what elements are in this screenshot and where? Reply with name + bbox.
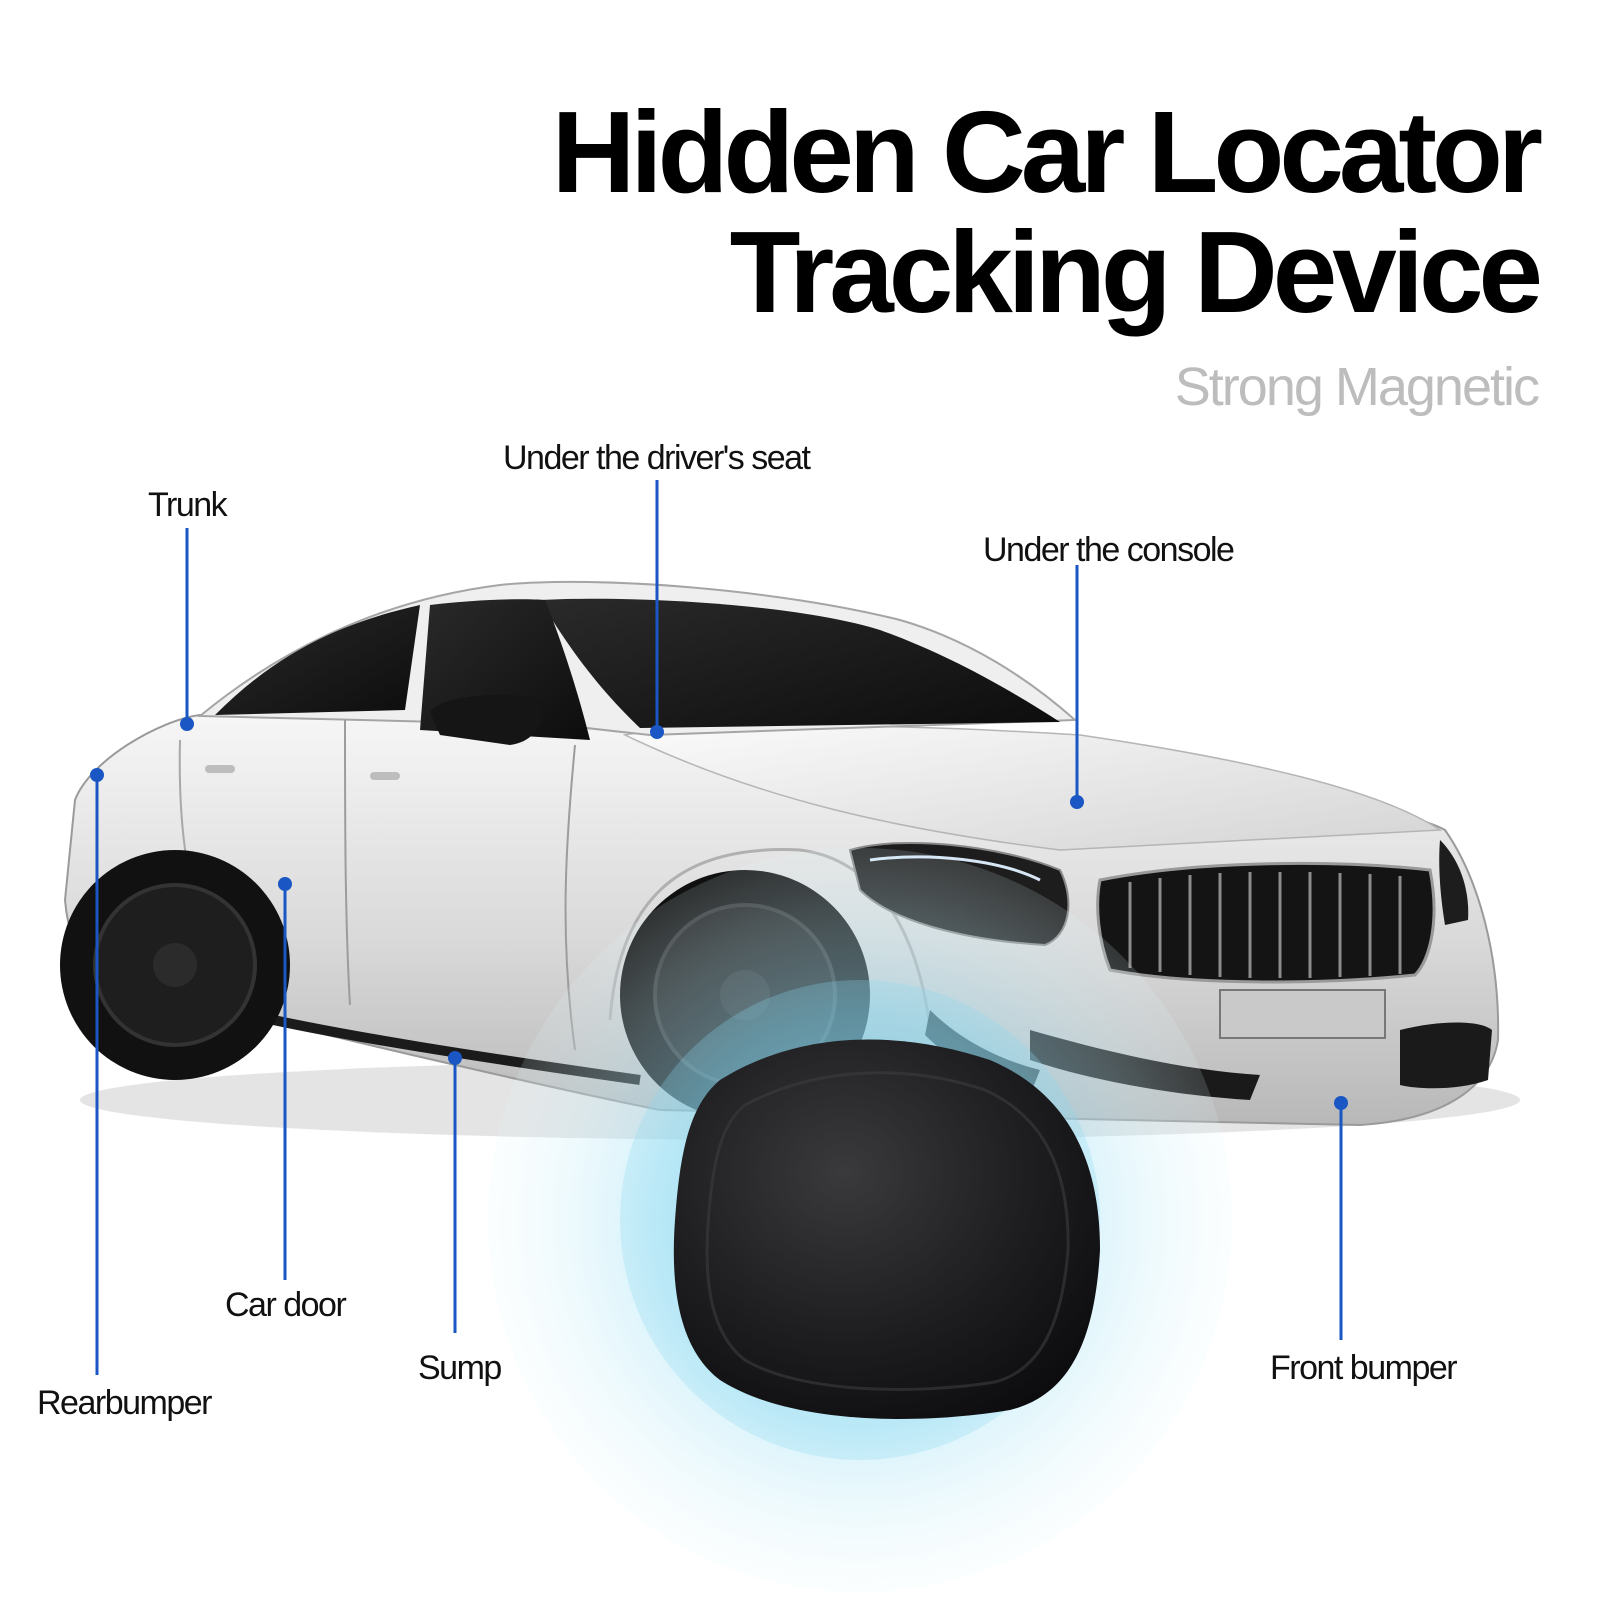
label-under-drivers-seat: Under the driver's seat bbox=[503, 439, 811, 477]
label-rear-bumper: Rearbumper bbox=[37, 1384, 212, 1422]
headline: Hidden Car Locator Tracking Device bbox=[551, 87, 1543, 337]
label-under-console: Under the console bbox=[983, 531, 1235, 569]
sump-dot bbox=[448, 1051, 462, 1065]
drivers-seat-dot bbox=[650, 725, 664, 739]
trunk-dot bbox=[180, 717, 194, 731]
rear-bumper-dot bbox=[90, 768, 104, 782]
callout-lines bbox=[95, 480, 1343, 1375]
console-dot bbox=[1070, 795, 1084, 809]
label-front-bumper: Front bumper bbox=[1270, 1349, 1458, 1387]
label-car-door: Car door bbox=[225, 1286, 347, 1324]
subtitle: Strong Magnetic bbox=[1174, 357, 1540, 417]
car-door-dot bbox=[278, 877, 292, 891]
front-bumper-dot bbox=[1334, 1096, 1348, 1110]
label-sump: Sump bbox=[418, 1349, 502, 1387]
headline-line-1: Hidden Car Locator bbox=[551, 87, 1543, 217]
label-trunk: Trunk bbox=[148, 486, 228, 524]
tracker-device bbox=[673, 1039, 1100, 1419]
headline-line-2: Tracking Device bbox=[729, 207, 1543, 337]
